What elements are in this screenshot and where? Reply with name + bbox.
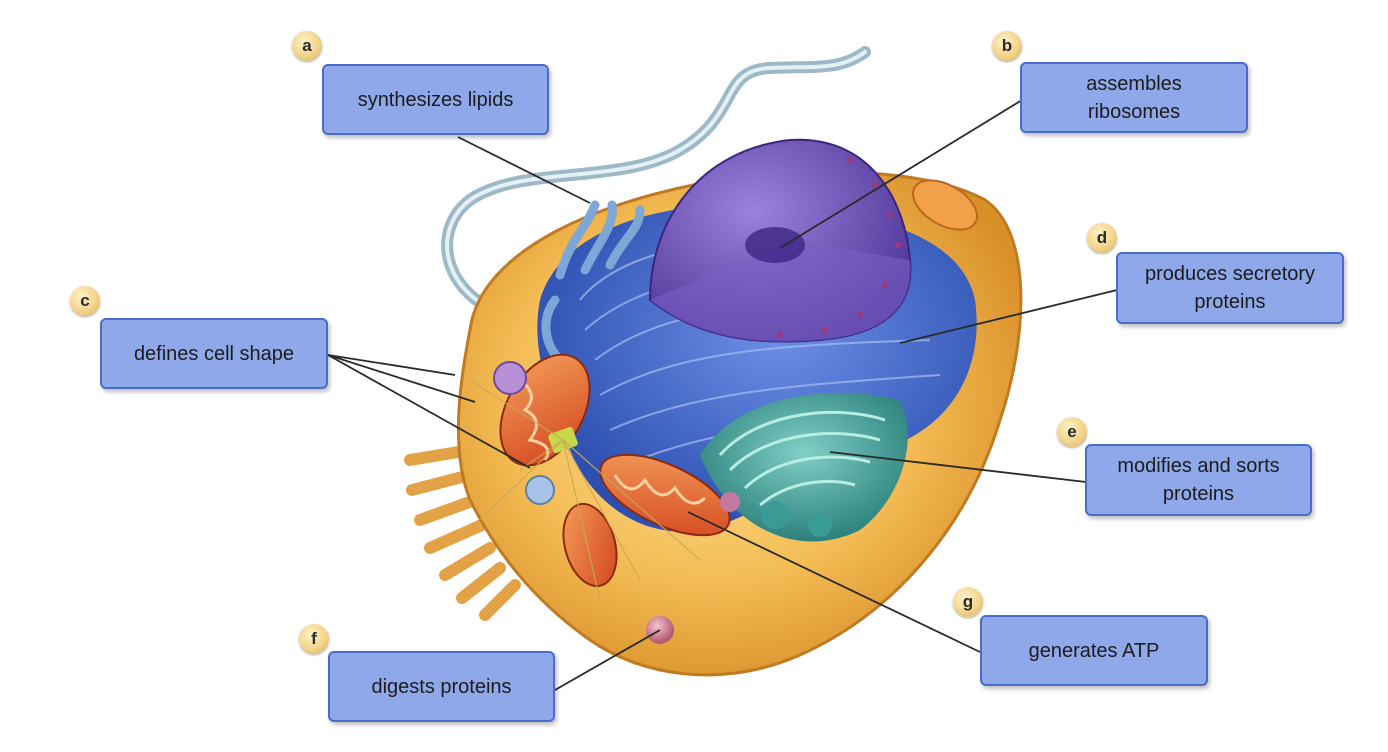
leader-line-c2: [327, 354, 476, 403]
leader-line-c3: [327, 354, 531, 469]
leader-line-d: [899, 289, 1118, 344]
leader-line-a: [457, 136, 591, 204]
label-produces-secretory-proteins[interactable]: produces secretory proteins: [1116, 252, 1344, 324]
cytoskeleton: [469, 379, 701, 601]
badge-f: f: [299, 624, 329, 654]
leader-line-c1: [327, 354, 456, 376]
badge-b: b: [992, 31, 1022, 61]
badge-e: e: [1057, 417, 1087, 447]
leader-line-e: [829, 451, 1087, 483]
leader-line-f: [554, 629, 661, 691]
badge-g: g: [953, 587, 983, 617]
label-generates-atp[interactable]: generates ATP: [980, 615, 1208, 686]
label-defines-cell-shape[interactable]: defines cell shape: [100, 318, 328, 389]
badge-c: c: [70, 286, 100, 316]
leader-line-b: [779, 99, 1023, 249]
badge-a: a: [292, 31, 322, 61]
leader-line-g: [687, 511, 981, 653]
golgi-apparatus: [700, 392, 908, 542]
label-synthesizes-lipids[interactable]: synthesizes lipids: [322, 64, 549, 135]
label-assembles-ribosomes[interactable]: assembles ribosomes: [1020, 62, 1248, 133]
nucleolus: [745, 227, 805, 263]
leader-lines: [327, 99, 1118, 691]
label-digests-proteins[interactable]: digests proteins: [328, 651, 555, 722]
vesicle: [493, 361, 527, 395]
badge-d: d: [1087, 223, 1117, 253]
label-modifies-and-sorts-proteins[interactable]: modifies and sorts proteins: [1085, 444, 1312, 516]
